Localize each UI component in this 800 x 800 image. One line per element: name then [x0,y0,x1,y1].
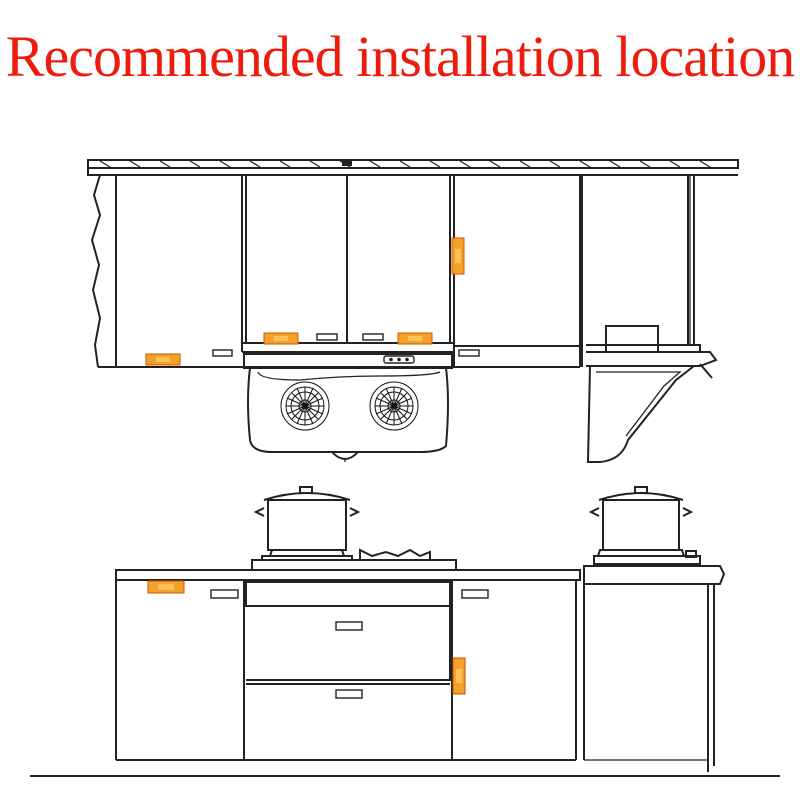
cooking-pot-icon [253,486,361,557]
page-title: Recommended installation location [5,24,795,89]
marker-upper-right-double-door [397,332,433,345]
gas-stove-icon [251,548,457,571]
marker-lower-right-cabinet-side [452,657,466,695]
marker-upper-right-cabinet-side [451,237,465,275]
hood-fan-left-icon [280,381,330,431]
lower-cabinets [30,565,780,777]
hood-fan-right-icon [369,381,419,431]
marker-lower-left-cabinet [147,580,185,594]
side-hood-icon [586,363,713,463]
marker-upper-left-cabinet [145,353,181,366]
ceiling-slab [87,159,739,176]
marker-upper-left-double-door [263,332,299,345]
cooking-pot-right-icon [588,486,694,557]
induction-cooker-icon [593,550,701,565]
range-hood-icon [243,353,453,462]
upper-cabinets [90,174,718,368]
